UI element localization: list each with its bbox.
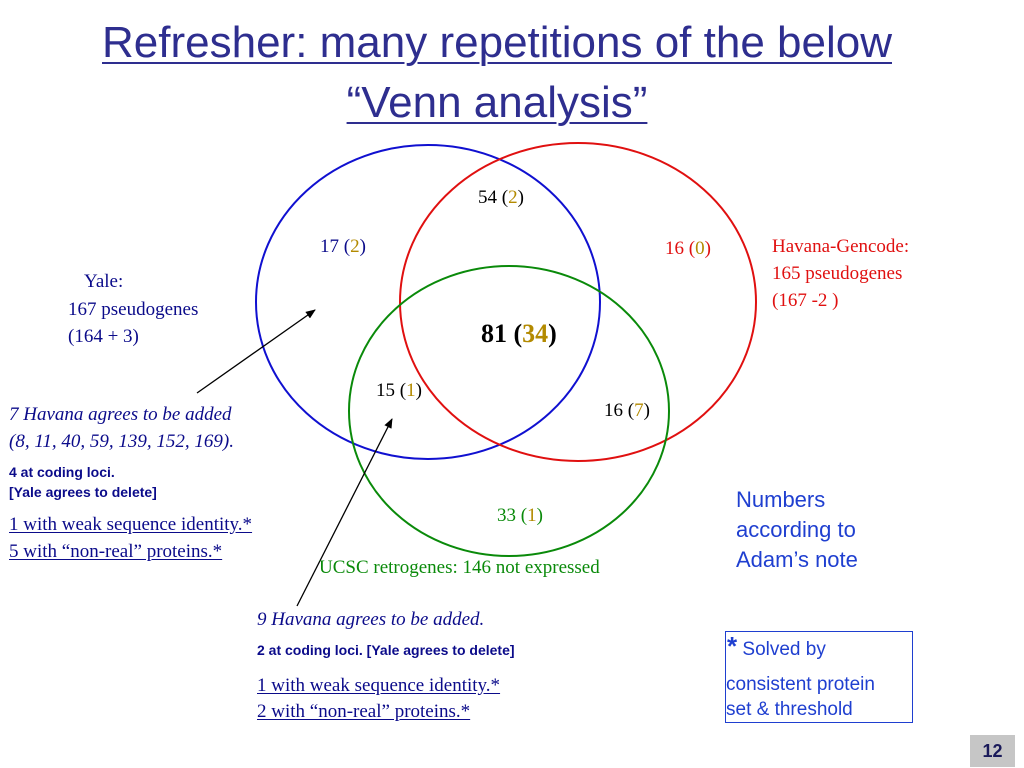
havana-circle — [399, 142, 757, 462]
left-annotation-line-1: 7 Havana agrees to be added — [9, 404, 232, 425]
bottom-annotation-arrow — [296, 418, 393, 607]
page-number-badge: 12 — [970, 735, 1015, 767]
note-line-1: Numbers — [736, 487, 826, 512]
region-count-yale-ucsc: 15 (1) — [376, 380, 422, 401]
region-count-ucsc-only: 33 (1) — [497, 505, 543, 526]
region-count-all-three: 81 (34) — [481, 319, 557, 348]
bottom-annotation-coding: 2 at coding loci. [Yale agrees to delete… — [257, 642, 515, 658]
solved-note-star: * — [727, 631, 738, 661]
ucsc-set-label: UCSC retrogenes: 146 not expressed — [319, 557, 600, 578]
left-annotation-weak-identity: 1 with weak sequence identity.* — [9, 514, 253, 535]
solved-note-line-3: set & threshold — [726, 699, 853, 720]
solved-note-line-1: * Solved by — [727, 631, 826, 661]
left-annotation-coding-line-1: 4 at coding loci. — [9, 464, 115, 480]
yale-set-count: 167 pseudogenes — [68, 299, 199, 320]
left-annotation-non-real-proteins: 5 with “non-real” proteins.* — [9, 541, 223, 562]
region-count-yale-only: 17 (2) — [320, 236, 366, 257]
left-annotation-coding-line-2: [Yale agrees to delete] — [9, 484, 157, 500]
left-annotation-arrow — [196, 309, 316, 394]
slide-title-line-1: Refresher: many repetitions of the below — [102, 18, 892, 67]
havana-set-count: 165 pseudogenes — [772, 263, 903, 284]
yale-circle — [255, 144, 601, 460]
bottom-annotation-non-real-proteins: 2 with “non-real” proteins.* — [257, 701, 471, 722]
region-count-havana-ucsc: 16 (7) — [604, 400, 650, 421]
solved-note-line-2: consistent protein — [726, 674, 875, 695]
slide-title-line-2: “Venn analysis” — [346, 78, 648, 127]
bottom-annotation-line-1: 9 Havana agrees to be added. — [257, 609, 485, 630]
yale-set-name: Yale: — [84, 271, 124, 292]
solved-note-box — [725, 631, 913, 723]
yale-set-detail: (164 + 3) — [68, 326, 139, 347]
note-line-3: Adam’s note — [736, 547, 858, 572]
havana-set-detail: (167 -2 ) — [772, 290, 839, 311]
region-count-yale-havana: 54 (2) — [478, 187, 524, 208]
note-line-2: according to — [736, 517, 856, 542]
havana-set-name: Havana-Gencode: — [772, 236, 910, 257]
region-count-havana-only: 16 (0) — [665, 238, 711, 259]
ucsc-circle — [348, 265, 670, 557]
left-annotation-line-2: (8, 11, 40, 59, 139, 152, 169). — [9, 431, 234, 452]
bottom-annotation-weak-identity: 1 with weak sequence identity.* — [257, 675, 501, 696]
